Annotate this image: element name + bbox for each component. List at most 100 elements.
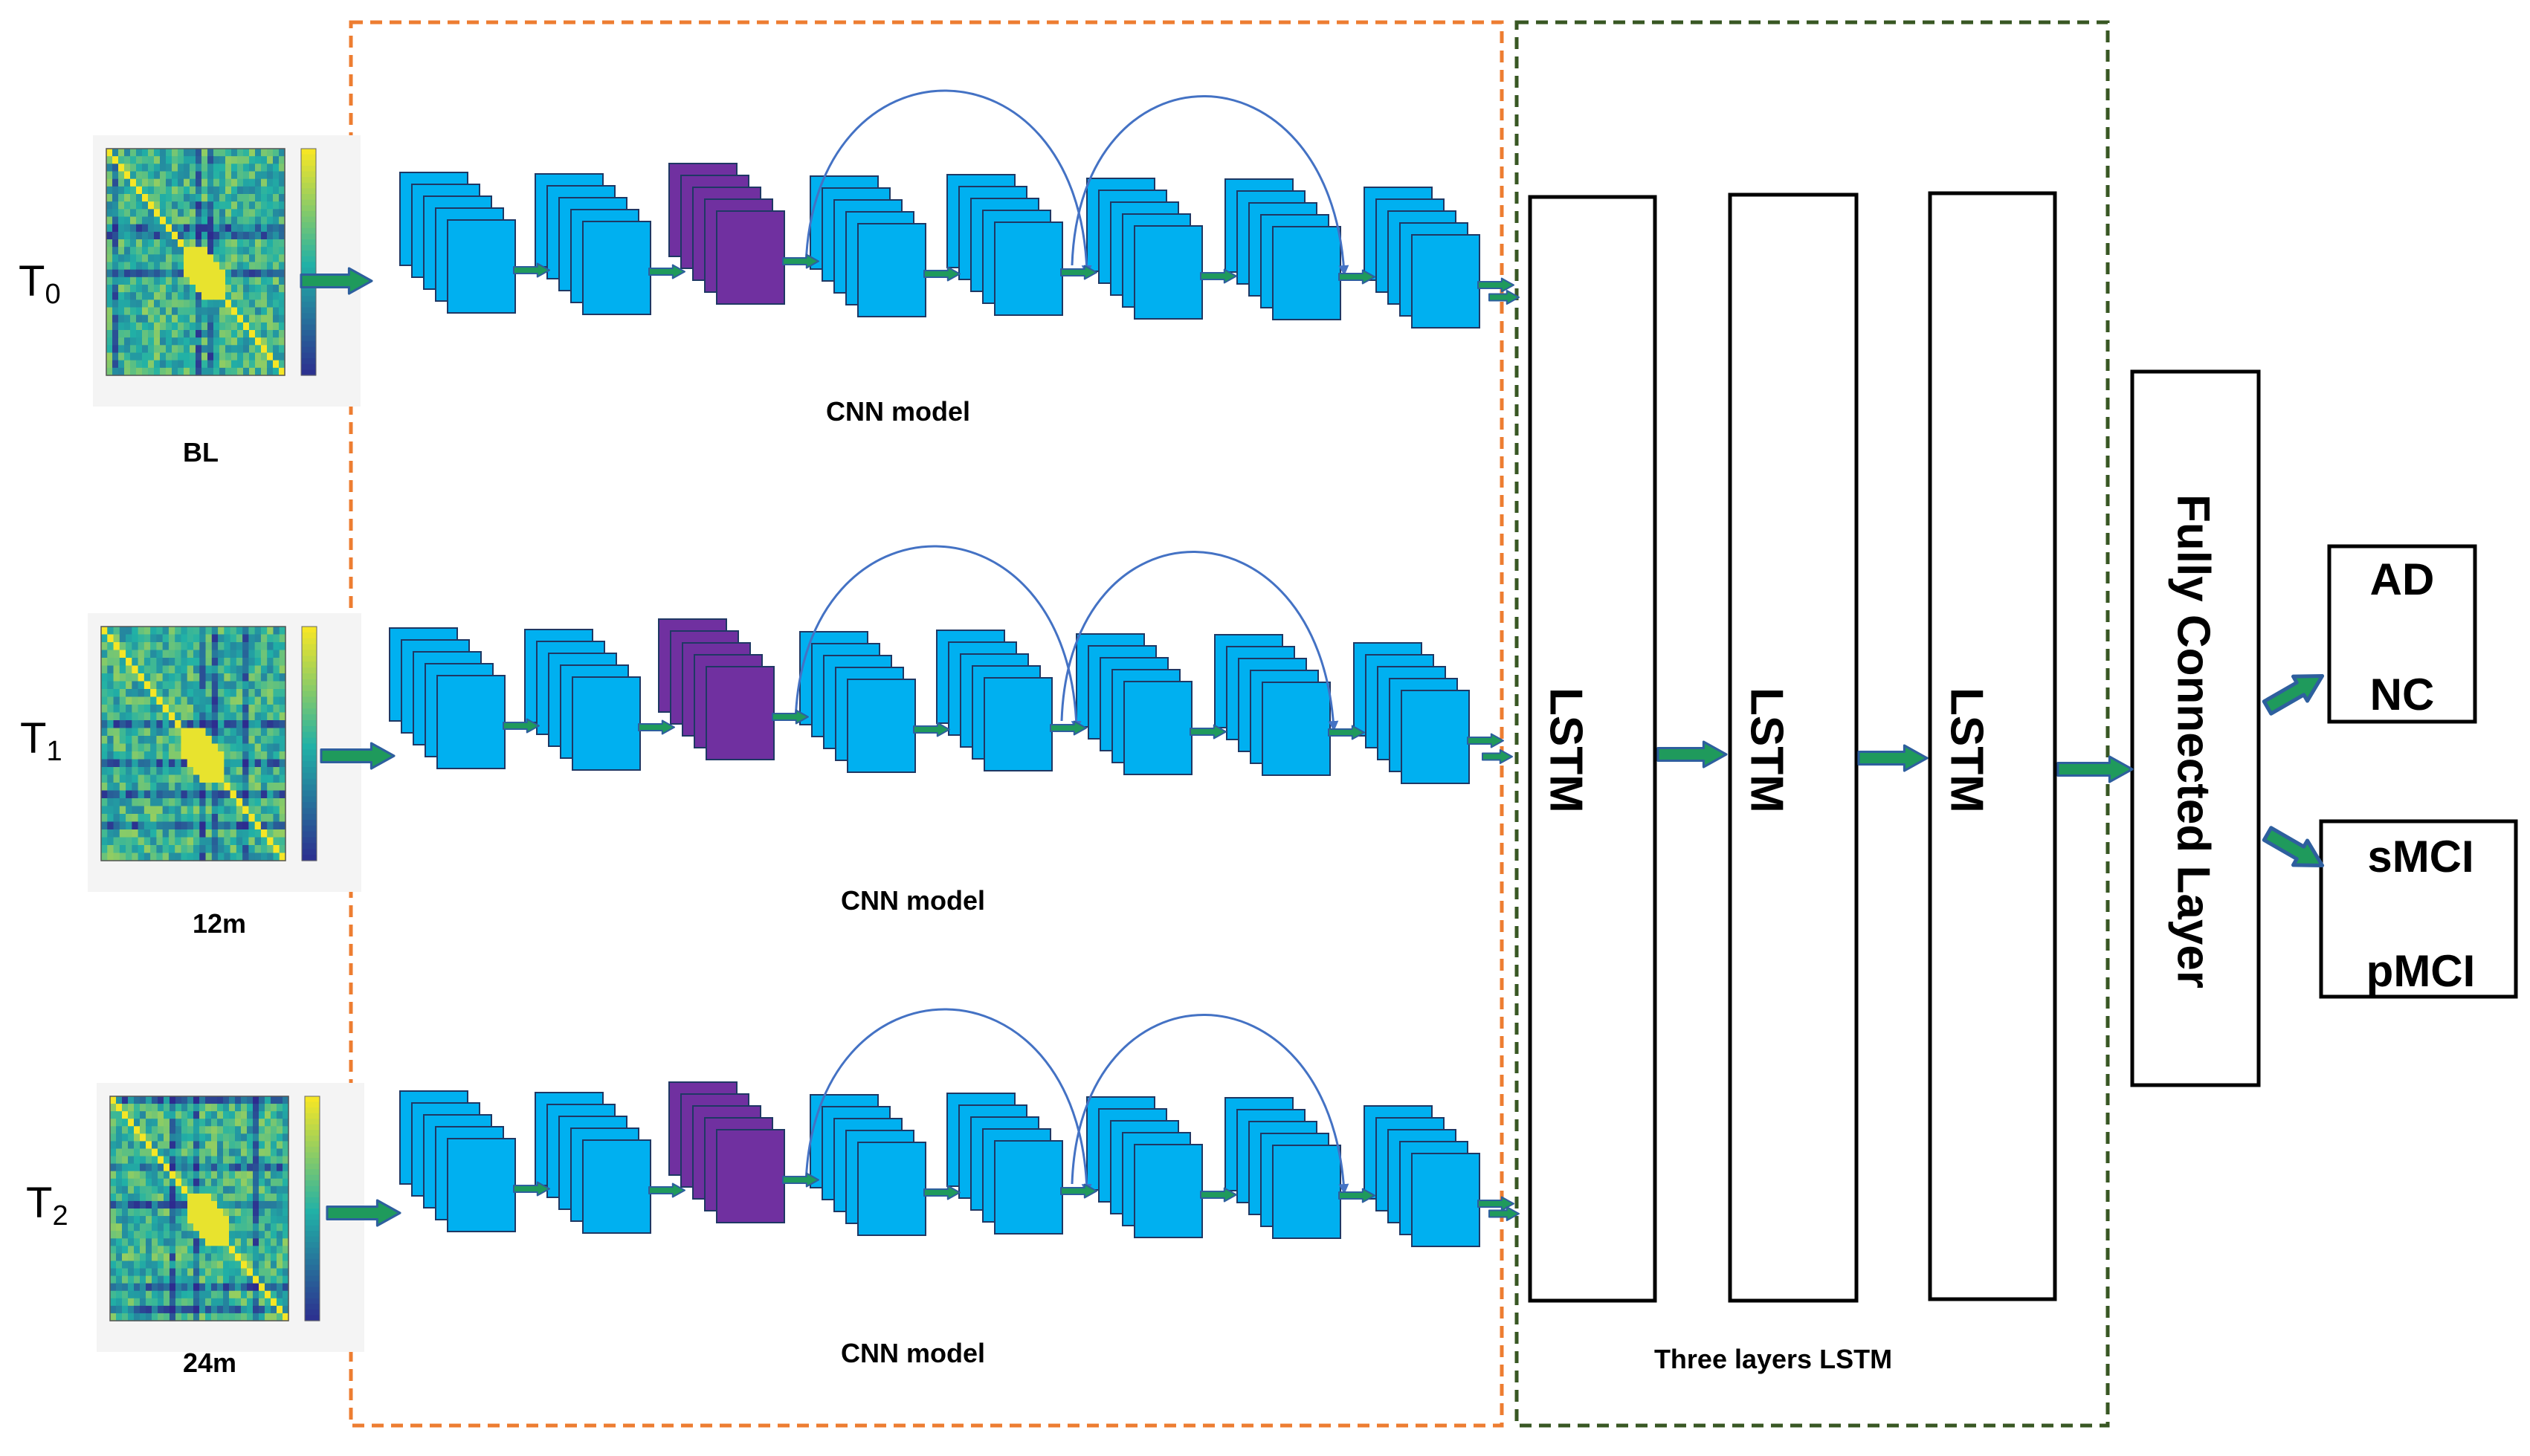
- heatmap-cell: [107, 634, 114, 643]
- heatmap-cell: [248, 759, 256, 768]
- heatmap-cell: [152, 1133, 158, 1142]
- heatmap-cell: [249, 156, 256, 164]
- heatmap-cell: [113, 837, 120, 846]
- heatmap-cell: [211, 665, 219, 674]
- heatmap-cell: [122, 1268, 129, 1277]
- heatmap-cell: [130, 254, 137, 263]
- heatmap-cell: [118, 186, 125, 195]
- heatmap-cell: [150, 845, 157, 854]
- colorbar-segment: [302, 685, 317, 692]
- heatmap-cell: [219, 164, 226, 172]
- heatmap-cell: [224, 720, 231, 729]
- colorbar-segment: [302, 743, 317, 750]
- heatmap-cell: [196, 149, 202, 157]
- heatmap-cell: [279, 673, 286, 682]
- cnn-2-arrow-0: [513, 1181, 550, 1197]
- heatmap-cell: [136, 322, 143, 331]
- heatmap-cell: [118, 276, 125, 285]
- heatmap-cell: [172, 262, 178, 271]
- heatmap-cell: [136, 164, 143, 172]
- heatmap-cell: [175, 1238, 182, 1246]
- heatmap-cell: [229, 1290, 236, 1299]
- heatmap-cell: [277, 1209, 283, 1217]
- heatmap-cell: [116, 1253, 123, 1262]
- heatmap-cell: [175, 759, 182, 768]
- heatmap-cell: [148, 360, 155, 369]
- heatmap-cell: [107, 829, 114, 838]
- heatmap-cell: [242, 814, 249, 823]
- heatmap-cell: [142, 285, 149, 293]
- heatmap-cell: [267, 790, 274, 799]
- heatmap-cell: [187, 1216, 194, 1224]
- heatmap-cell: [140, 1283, 146, 1292]
- heatmap-cell: [229, 1305, 236, 1314]
- heatmap-cell: [193, 767, 200, 776]
- heatmap-cell: [231, 171, 238, 180]
- heatmap-cell: [107, 743, 114, 752]
- heatmap-cell: [279, 774, 286, 783]
- colorbar-segment: [301, 335, 316, 342]
- heatmap-cell: [236, 720, 243, 729]
- heatmap-cell: [254, 627, 262, 635]
- heatmap-cell: [146, 1261, 152, 1269]
- heatmap-cell: [152, 1111, 158, 1119]
- heatmap-cell: [223, 1163, 230, 1172]
- heatmap-cell: [219, 322, 226, 331]
- heatmap-cell: [158, 1193, 164, 1202]
- heatmap-cell: [142, 216, 149, 225]
- heatmap-cell: [146, 1200, 152, 1209]
- heatmap-cell: [178, 194, 184, 202]
- heatmap-cell: [124, 194, 131, 202]
- heatmap-cell: [187, 696, 194, 705]
- heatmap-cell: [184, 149, 190, 157]
- heatmap-cell: [132, 681, 139, 690]
- heatmap-cell: [243, 330, 250, 338]
- heatmap-cell: [190, 224, 196, 233]
- heatmap-cell: [199, 696, 207, 705]
- heatmap-cell: [190, 292, 196, 300]
- heatmap-cell: [265, 1156, 271, 1165]
- heatmap-cell: [118, 171, 125, 180]
- heatmap-cell: [259, 1171, 265, 1180]
- heatmap-cell: [265, 1305, 271, 1314]
- heatmap-cell: [230, 642, 237, 651]
- colorbar-segment: [305, 1119, 320, 1125]
- heatmap-cell: [175, 1193, 182, 1202]
- heatmap-cell: [231, 231, 238, 240]
- heatmap-cell: [140, 1200, 146, 1209]
- heatmap-cell: [236, 728, 243, 737]
- heatmap-cell: [224, 627, 231, 635]
- heatmap-cell: [211, 658, 219, 667]
- heatmap-cell: [255, 352, 262, 361]
- heatmap-cell: [124, 314, 131, 323]
- heatmap-cell: [193, 634, 200, 643]
- heatmap-cell: [231, 201, 238, 210]
- heatmap-cell: [243, 171, 250, 180]
- heatmap-cell: [242, 650, 249, 659]
- heatmap-cell: [236, 712, 243, 721]
- heatmap-cell: [107, 689, 114, 698]
- heatmap-cell: [230, 673, 237, 682]
- heatmap-cell: [230, 743, 237, 752]
- heatmap-cell: [160, 156, 167, 164]
- heatmap-cell: [116, 1096, 123, 1104]
- heatmap-cell: [247, 1096, 254, 1104]
- heatmap-cell: [235, 1290, 242, 1299]
- heatmap-cell: [223, 1305, 230, 1314]
- cnn-1-skip-arc-2: [1060, 551, 1339, 731]
- heatmap-2: [97, 1083, 364, 1352]
- heatmap-cell: [122, 1238, 129, 1246]
- heatmap-cell: [231, 178, 238, 187]
- heatmap-cell: [170, 1141, 176, 1150]
- heatmap-cell: [107, 790, 114, 799]
- heatmap-cell: [271, 1305, 277, 1314]
- heatmap-cell: [107, 712, 114, 721]
- heatmap-cell: [230, 650, 237, 659]
- cnn-1-stack-7: [1353, 642, 1470, 784]
- heatmap-cell: [267, 254, 274, 263]
- heatmap-cell: [273, 705, 280, 714]
- heatmap-cell: [148, 171, 155, 180]
- heatmap-cell: [122, 1313, 129, 1321]
- colorbar-segment: [305, 1185, 320, 1192]
- heatmap-cell: [116, 1200, 123, 1209]
